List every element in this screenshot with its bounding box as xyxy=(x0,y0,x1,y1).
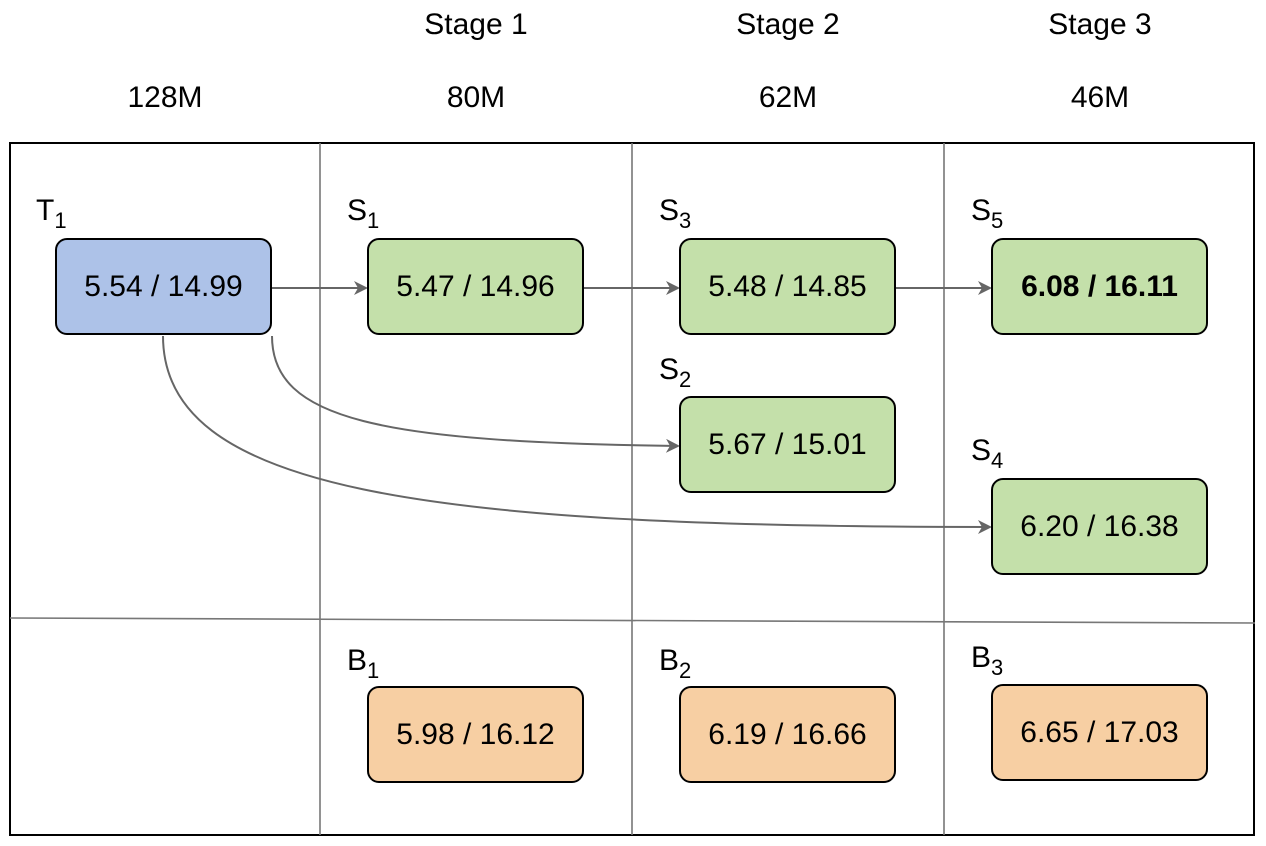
row-divider xyxy=(9,617,1256,624)
node-s1: 5.47 / 14.96 xyxy=(367,238,584,335)
header-size-col-3: 46M xyxy=(1070,81,1130,114)
label-s3: S3 xyxy=(659,194,692,233)
label-b1: B1 xyxy=(347,644,380,683)
header-size-col-2: 62M xyxy=(758,81,818,114)
header-stage-2: Stage 2 xyxy=(736,8,840,41)
arrow-t1-s2 xyxy=(271,335,680,453)
label-s4: S4 xyxy=(971,434,1004,473)
node-b1: 5.98 / 16.12 xyxy=(367,686,584,783)
node-t1: 5.54 / 14.99 xyxy=(55,238,272,335)
node-s3: 5.48 / 14.85 xyxy=(679,238,896,335)
header-stage-3: Stage 3 xyxy=(1048,8,1152,41)
node-s5: 6.08 / 16.11 xyxy=(991,238,1208,335)
header-size-col-0: 128M xyxy=(127,81,203,114)
node-s4: 6.20 / 16.38 xyxy=(991,478,1208,575)
node-b3: 6.65 / 17.03 xyxy=(991,684,1208,781)
label-t1: T1 xyxy=(36,194,67,233)
arrow-t1-s4 xyxy=(162,335,992,534)
node-s2: 5.67 / 15.01 xyxy=(679,396,896,493)
label-b3: B3 xyxy=(971,641,1004,680)
label-s2: S2 xyxy=(659,353,692,392)
label-s5: S5 xyxy=(971,194,1004,233)
header-stage-1: Stage 1 xyxy=(424,8,528,41)
label-b2: B2 xyxy=(659,644,692,683)
node-b2: 6.19 / 16.66 xyxy=(679,686,896,783)
header-size-col-1: 80M xyxy=(446,81,506,114)
label-s1: S1 xyxy=(347,194,380,233)
